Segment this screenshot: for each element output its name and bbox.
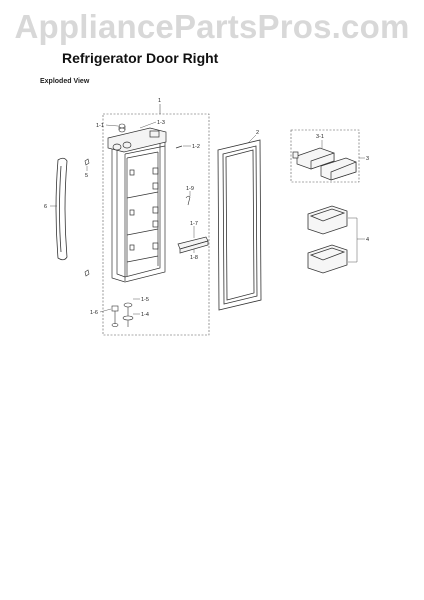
callout-1-4: 1-4 <box>141 312 149 318</box>
callout-6: 6 <box>44 204 47 210</box>
callout-1-6: 1-6 <box>90 310 98 316</box>
callout-1-2: 1-2 <box>192 144 200 150</box>
callout-3: 3 <box>366 156 369 162</box>
leader-line <box>247 134 257 144</box>
callout-5: 5 <box>85 173 88 179</box>
callout-1-7: 1-7 <box>190 221 198 227</box>
part-4-door-bin-upper <box>307 205 348 235</box>
part-1-8-door-bar <box>177 236 209 254</box>
part-1-5-hinge-pin <box>122 302 134 327</box>
callout-1-9: 1-9 <box>186 186 194 192</box>
door-assembly-box <box>102 113 210 336</box>
callout-1-1: 1-1 <box>96 123 104 129</box>
leader-bracket <box>348 217 358 263</box>
callout-4: 4 <box>366 237 369 243</box>
part-1-9-screw <box>185 195 191 206</box>
leader-line <box>139 121 157 129</box>
callout-2: 2 <box>256 130 259 136</box>
view-subtitle: Exploded View <box>40 78 90 85</box>
part-2-door-gasket <box>217 139 262 311</box>
callout-3-1: 3-1 <box>316 134 324 140</box>
callout-1-8: 1-8 <box>190 255 198 261</box>
door-body <box>111 133 166 283</box>
part-1-2-pin <box>175 145 183 149</box>
page-title: Refrigerator Door Right <box>62 50 219 66</box>
part-1-1-cap <box>118 123 126 133</box>
part-6-door-handle <box>55 157 68 261</box>
part-4-door-bin-lower <box>307 244 348 274</box>
watermark-logo: AppliancePartsPros.com <box>14 8 410 45</box>
leader-line <box>105 124 119 127</box>
part-5-screw <box>84 158 90 277</box>
part-3-1-bin-cover <box>292 147 335 170</box>
door-top-cap <box>107 127 167 153</box>
part-1-6-hinge-bushing <box>111 305 119 327</box>
callout-1-5: 1-5 <box>141 297 149 303</box>
leader-line <box>99 308 112 313</box>
part-3-dairy-bin <box>320 157 357 181</box>
callout-1: 1 <box>158 98 161 104</box>
callout-1-3: 1-3 <box>157 120 165 126</box>
part-3-group-box <box>290 129 360 183</box>
